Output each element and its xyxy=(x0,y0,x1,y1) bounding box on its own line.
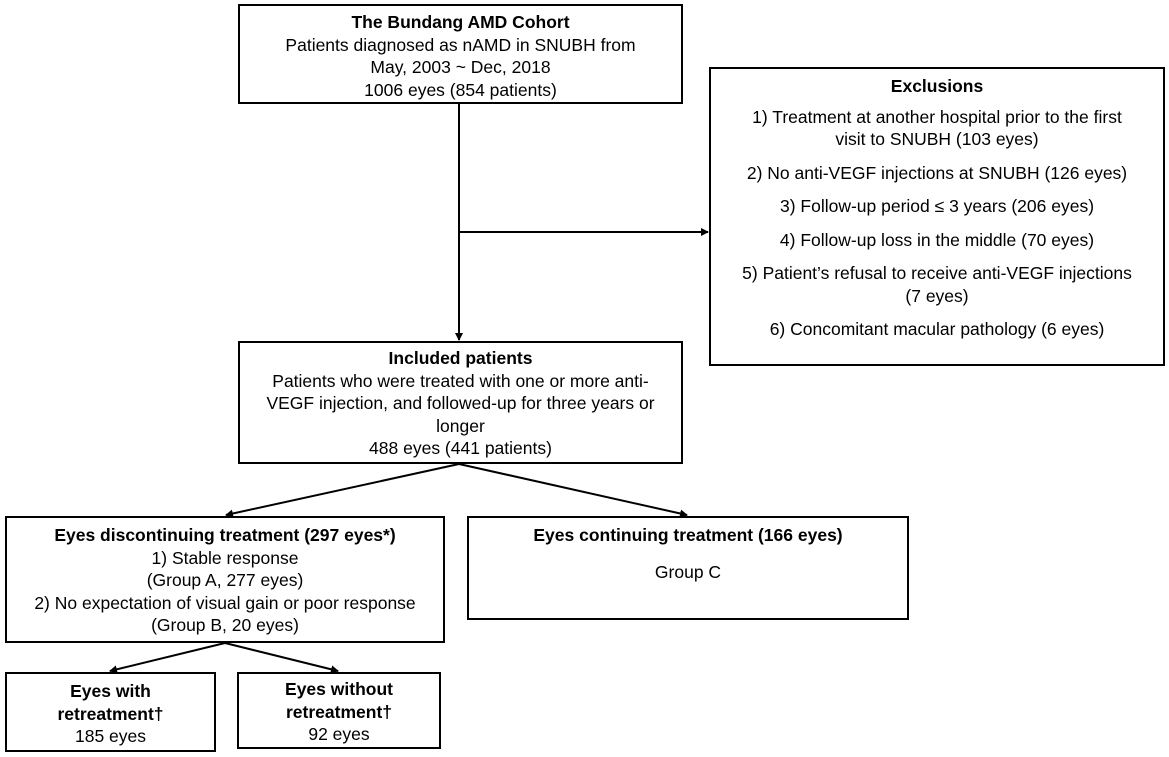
exclusion-item-5: 5) Patient’s refusal to receive anti-VEG… xyxy=(711,262,1163,307)
discontinuing-reason-1: 1) Stable response xyxy=(151,547,299,568)
without-retreatment-box: Eyes without retreatment† 92 eyes xyxy=(237,672,441,749)
without-retreatment-title-1: Eyes without xyxy=(285,679,393,699)
without-retreatment-title-2: retreatment† xyxy=(285,701,393,722)
without-retreatment-count: 92 eyes xyxy=(308,724,370,744)
arrow-included-to-discontinuing xyxy=(225,463,460,518)
cohort-line-2: May, 2003 ~ Dec, 2018 xyxy=(370,57,551,77)
included-description: Patients who were treated with one or mo… xyxy=(266,370,655,436)
cohort-box: The Bundang AMD Cohort Patients diagnose… xyxy=(238,4,683,104)
exclusion-item-1: 1) Treatment at another hospital prior t… xyxy=(711,106,1163,151)
with-retreatment-count: 185 eyes xyxy=(74,726,147,746)
exclusion-item-2: 2) No anti-VEGF injections at SNUBH (126… xyxy=(711,162,1163,185)
included-count: 488 eyes (441 patients) xyxy=(369,438,552,458)
discontinuing-reason-2: 2) No expectation of visual gain or poor… xyxy=(34,592,416,613)
cohort-line-1: Patients diagnosed as nAMD in SNUBH from xyxy=(285,34,636,55)
cohort-line-3: 1006 eyes (854 patients) xyxy=(364,79,557,100)
exclusions-title: Exclusions xyxy=(890,76,984,96)
arrow-discontinuing-to-without xyxy=(224,642,339,674)
exclusion-item-6: 6) Concomitant macular pathology (6 eyes… xyxy=(711,318,1163,341)
exclusion-item-3-text: 3) Follow-up period ≤ 3 years (206 eyes) xyxy=(779,196,1095,216)
exclusion-item-1-line-2: visit to SNUBH (103 eyes) xyxy=(835,129,1039,149)
included-title: Included patients xyxy=(388,348,533,368)
exclusion-item-5-line-2: (7 eyes) xyxy=(905,285,969,306)
discontinuing-reason-2-group: (Group B, 20 eyes) xyxy=(151,615,299,635)
arrow-discontinuing-to-with xyxy=(109,642,226,674)
exclusion-item-4: 4) Follow-up loss in the middle (70 eyes… xyxy=(711,229,1163,252)
cohort-title: The Bundang AMD Cohort xyxy=(351,12,570,32)
exclusion-item-3: 3) Follow-up period ≤ 3 years (206 eyes) xyxy=(711,195,1163,218)
with-retreatment-box: Eyes with retreatment† 185 eyes xyxy=(5,672,216,752)
continuing-title: Eyes continuing treatment (166 eyes) xyxy=(533,525,843,545)
discontinuing-reason-1-group: (Group A, 277 eyes) xyxy=(146,570,304,590)
exclusion-item-6-text: 6) Concomitant macular pathology (6 eyes… xyxy=(769,319,1105,339)
arrow-included-to-continuing xyxy=(458,463,688,518)
discontinuing-treatment-box: Eyes discontinuing treatment (297 eyes*)… xyxy=(5,516,445,643)
exclusions-box: Exclusions 1) Treatment at another hospi… xyxy=(709,67,1165,366)
exclusion-item-4-text: 4) Follow-up loss in the middle (70 eyes… xyxy=(779,229,1095,250)
discontinuing-title: Eyes discontinuing treatment (297 eyes*) xyxy=(54,525,396,545)
exclusion-item-2-text: 2) No anti-VEGF injections at SNUBH (126… xyxy=(746,162,1128,183)
included-patients-box: Included patients Patients who were trea… xyxy=(238,341,683,464)
with-retreatment-title-2: retreatment† xyxy=(57,703,164,724)
exclusion-item-5-line-1: 5) Patient’s refusal to receive anti-VEG… xyxy=(742,263,1132,283)
with-retreatment-title-1: Eyes with xyxy=(70,681,151,701)
continuing-treatment-box: Eyes continuing treatment (166 eyes) Gro… xyxy=(467,516,909,620)
continuing-group: Group C xyxy=(654,561,722,582)
exclusion-item-1-line-1: 1) Treatment at another hospital prior t… xyxy=(752,106,1122,127)
